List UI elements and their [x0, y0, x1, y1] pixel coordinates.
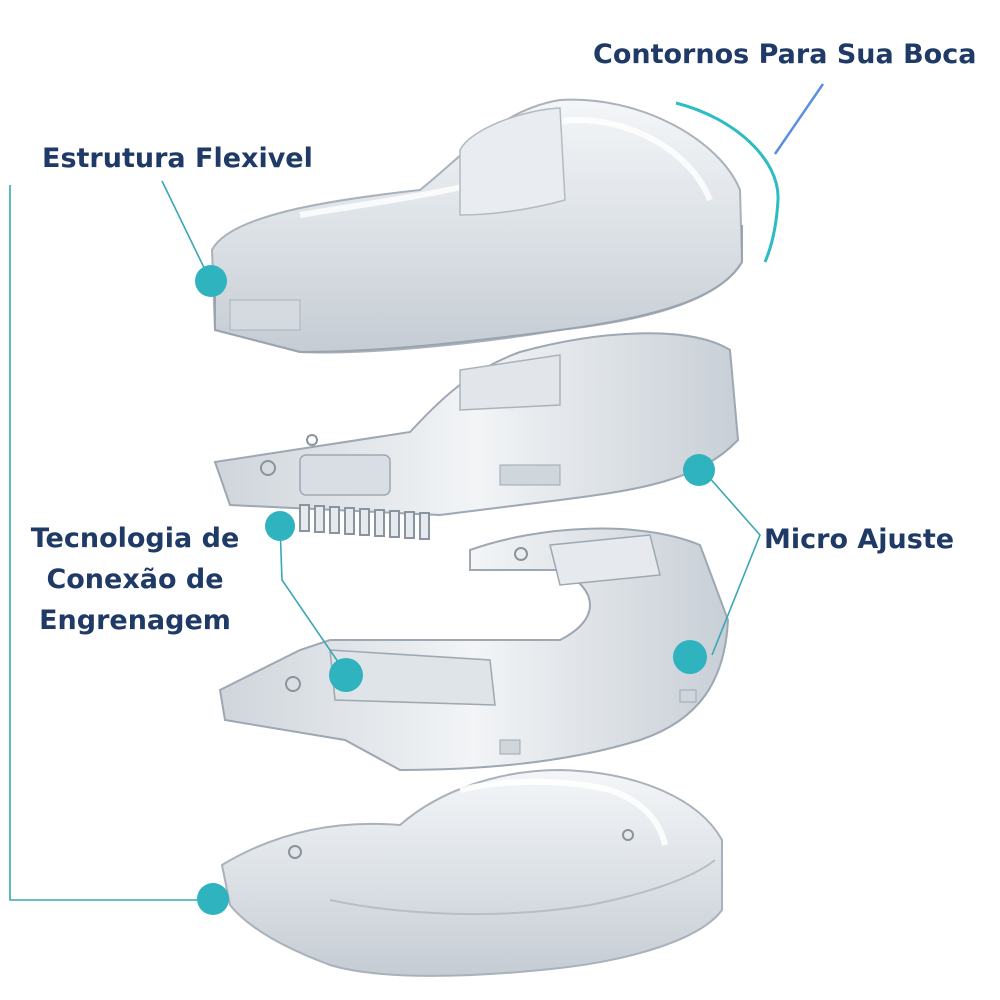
dot-tecnologia [265, 511, 295, 541]
leader-lines [9, 180, 761, 901]
label-estrutura-flexivel: Estrutura Flexivel [42, 143, 313, 174]
label-micro-ajuste: Micro Ajuste [764, 524, 955, 555]
dot-estrutura [195, 265, 227, 297]
leader-bracket-left [9, 185, 210, 901]
dot-gear-connection [329, 658, 363, 692]
accent-dots [195, 265, 715, 915]
dot-micro-upper [683, 454, 715, 486]
upper-gear-plate [213, 332, 740, 540]
label-tecnologia-line2: Conexão de [46, 564, 224, 595]
label-tecnologia-line1: Tecnologia de [30, 523, 240, 554]
contour-arc [675, 101, 780, 263]
dot-bottom-tray [197, 883, 229, 915]
contour-pointer-line [773, 83, 825, 155]
leader-estrutura [161, 180, 211, 281]
dot-micro-lower [673, 640, 707, 674]
bottom-tray [220, 768, 723, 977]
leader-micro [699, 466, 761, 656]
leader-tecnologia [279, 524, 346, 673]
top-tray [210, 98, 744, 354]
lower-gear-plate [218, 527, 730, 772]
label-tecnologia-conexao: Tecnologia de Conexão de Engrenagem [28, 518, 242, 641]
label-contornos: Contornos Para Sua Boca [593, 39, 977, 70]
label-tecnologia-line3: Engrenagem [39, 605, 231, 636]
